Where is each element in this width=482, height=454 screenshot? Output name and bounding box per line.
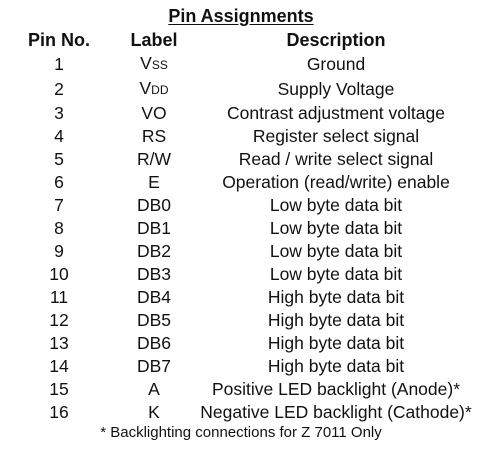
pin-label-subscript: SS — [151, 58, 168, 72]
pin-number: 3 — [54, 103, 64, 123]
footnote: * Backlighting connections for Z 7011 On… — [100, 424, 382, 441]
pin-description: Contrast adjustment voltage — [227, 103, 445, 123]
table-row: 2 VDD Supply Voltage — [0, 77, 482, 102]
pin-label: DB5 — [136, 310, 172, 330]
pin-label-main: V — [139, 78, 152, 98]
table-row: 1 VSS Ground — [0, 52, 482, 77]
pin-description: Low byte data bit — [269, 195, 403, 215]
pin-description: Low byte data bit — [269, 241, 403, 261]
pin-label-subscript: DD — [151, 83, 169, 97]
pin-description: Positive LED backlight (Anode)* — [211, 379, 461, 399]
table-row: 7 DB0 Low byte data bit — [0, 194, 482, 217]
table-row: 11 DB4 High byte data bit — [0, 286, 482, 309]
page-title-text: Pin Assignments — [168, 6, 314, 26]
pin-description: High byte data bit — [267, 310, 405, 330]
pin-number: 1 — [54, 54, 64, 74]
pin-label: DB3 — [136, 264, 172, 284]
pin-number: 7 — [54, 195, 64, 215]
table-row: 12 DB5 High byte data bit — [0, 309, 482, 332]
pin-description: Supply Voltage — [277, 79, 395, 99]
pin-label: DB0 — [136, 195, 172, 215]
pin-number: 9 — [54, 241, 64, 261]
pin-number: 5 — [54, 149, 64, 169]
pin-label: R/W — [136, 149, 172, 169]
table-row: 9 DB2 Low byte data bit — [0, 240, 482, 263]
pin-label: E — [148, 172, 160, 192]
table-row: 6 E Operation (read/write) enable — [0, 171, 482, 194]
header-label: Label — [130, 30, 178, 50]
table-row: 10 DB3 Low byte data bit — [0, 263, 482, 286]
pin-description: Operation (read/write) enable — [222, 172, 450, 192]
pin-label: DB7 — [136, 356, 172, 376]
pin-number: 8 — [54, 218, 64, 238]
pin-number: 12 — [49, 310, 69, 330]
table-row: 3 VO Contrast adjustment voltage — [0, 102, 482, 125]
page-title: Pin Assignments — [0, 5, 482, 27]
pin-number: 13 — [49, 333, 69, 353]
pin-label: RS — [141, 126, 167, 146]
table-row: 5 R/W Read / write select signal — [0, 148, 482, 171]
pin-description: High byte data bit — [267, 356, 405, 376]
pin-label: VSS — [118, 52, 190, 77]
table-row: 14 DB7 High byte data bit — [0, 355, 482, 378]
pin-label: VO — [141, 103, 167, 123]
pin-number: 4 — [54, 126, 64, 146]
pin-label: DB1 — [136, 218, 172, 238]
pin-description: High byte data bit — [267, 287, 405, 307]
pin-assignment-table: Pin No. Label Description 1 VSS Ground 2… — [0, 29, 482, 424]
pin-description: Ground — [306, 54, 366, 74]
pin-label: DB4 — [136, 287, 172, 307]
pin-description: Read / write select signal — [238, 149, 434, 169]
pin-number: 14 — [49, 356, 69, 376]
pin-description: Negative LED backlight (Cathode)* — [200, 402, 472, 422]
pin-label: DB2 — [136, 241, 172, 261]
pin-label: K — [148, 402, 160, 422]
pin-number: 15 — [49, 379, 69, 399]
table-row: 15 A Positive LED backlight (Anode)* — [0, 378, 482, 401]
pin-number: 10 — [49, 264, 69, 284]
table-row: 8 DB1 Low byte data bit — [0, 217, 482, 240]
pin-label: DB6 — [136, 333, 172, 353]
pin-description: Low byte data bit — [269, 218, 403, 238]
table-row: 13 DB6 High byte data bit — [0, 332, 482, 355]
pin-number: 6 — [54, 172, 64, 192]
pin-label: VDD — [118, 77, 190, 102]
pin-label: A — [148, 379, 160, 399]
pin-number: 16 — [49, 402, 69, 422]
pin-number: 2 — [54, 79, 64, 99]
pin-label-main: V — [140, 53, 152, 73]
pin-description: Register select signal — [252, 126, 420, 146]
header-pin-no: Pin No. — [28, 30, 90, 50]
table-row: 16 K Negative LED backlight (Cathode)* — [0, 401, 482, 424]
pin-description: Low byte data bit — [269, 264, 403, 284]
header-description: Description — [286, 30, 386, 50]
pin-number: 11 — [49, 287, 69, 307]
table-row: 4 RS Register select signal — [0, 125, 482, 148]
table-header-row: Pin No. Label Description — [0, 29, 482, 52]
pin-description: High byte data bit — [267, 333, 405, 353]
